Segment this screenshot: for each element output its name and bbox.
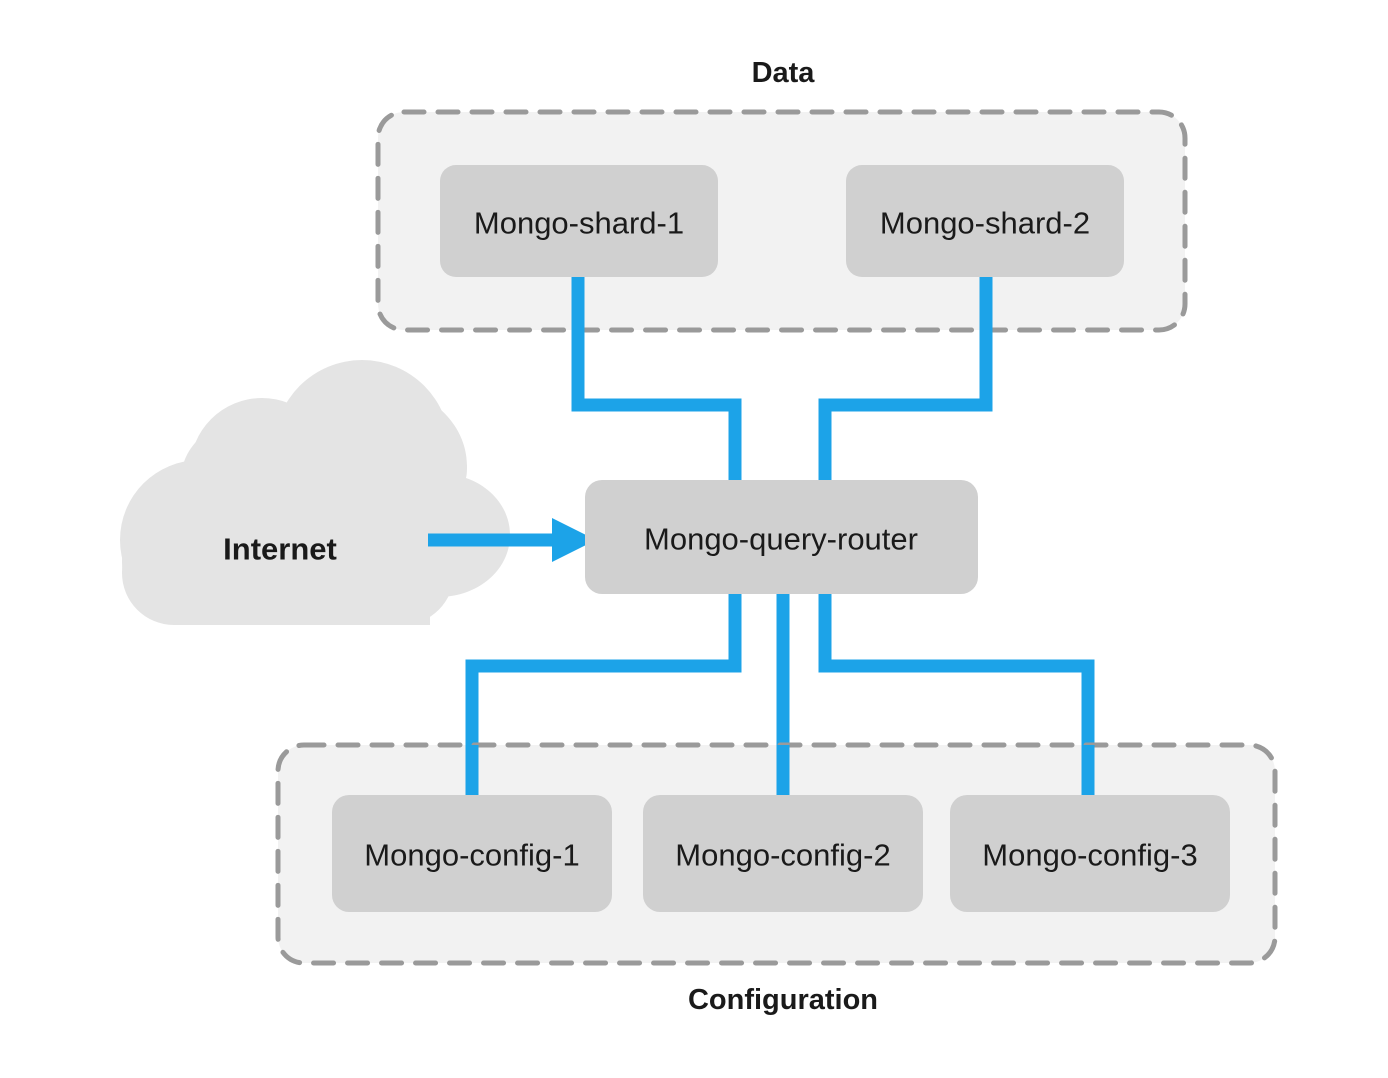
node-mongo-shard-1[interactable]: Mongo-shard-1 xyxy=(440,165,718,277)
edge-internet-to-router xyxy=(428,518,596,562)
node-mongo-config-3[interactable]: Mongo-config-3 xyxy=(950,795,1230,912)
node-mongo-shard-2[interactable]: Mongo-shard-2 xyxy=(846,165,1124,277)
connector-line xyxy=(818,277,993,482)
connector-line xyxy=(465,592,742,799)
node-label: Mongo-query-router xyxy=(644,522,918,557)
node-box xyxy=(585,480,978,594)
node-label: Mongo-config-2 xyxy=(675,838,890,873)
connector-line xyxy=(571,277,742,482)
node-mongo-config-2[interactable]: Mongo-config-2 xyxy=(643,795,923,912)
node-label: Mongo-config-1 xyxy=(364,838,579,873)
node-box xyxy=(643,795,923,912)
data-group-label: Data xyxy=(752,57,816,89)
node-box xyxy=(440,165,718,277)
cloud-puff-lower-left xyxy=(120,460,280,620)
edge-router-to-config3 xyxy=(818,592,1095,799)
node-label: Mongo-shard-1 xyxy=(474,206,684,241)
cloud-icon xyxy=(120,360,510,625)
node-internet[interactable]: Internet xyxy=(120,360,510,625)
node-box xyxy=(846,165,1124,277)
node-box xyxy=(332,795,612,912)
node-label: Mongo-config-3 xyxy=(982,838,1197,873)
connector-line xyxy=(818,592,1095,799)
edge-shard2-to-router xyxy=(818,277,993,482)
arrowhead-icon xyxy=(552,518,596,562)
node-mongo-config-1[interactable]: Mongo-config-1 xyxy=(332,795,612,912)
cloud-puff-right xyxy=(322,452,478,608)
configuration-group-label: Configuration xyxy=(688,984,878,1016)
config-connector-stubs xyxy=(465,745,1095,799)
edge-router-to-config1 xyxy=(465,592,742,799)
node-label: Mongo-shard-2 xyxy=(880,206,1090,241)
edge-shard1-to-router xyxy=(571,277,742,482)
node-label: Internet xyxy=(223,532,337,567)
node-mongo-query-router[interactable]: Mongo-query-router xyxy=(585,480,978,594)
node-box xyxy=(950,795,1230,912)
